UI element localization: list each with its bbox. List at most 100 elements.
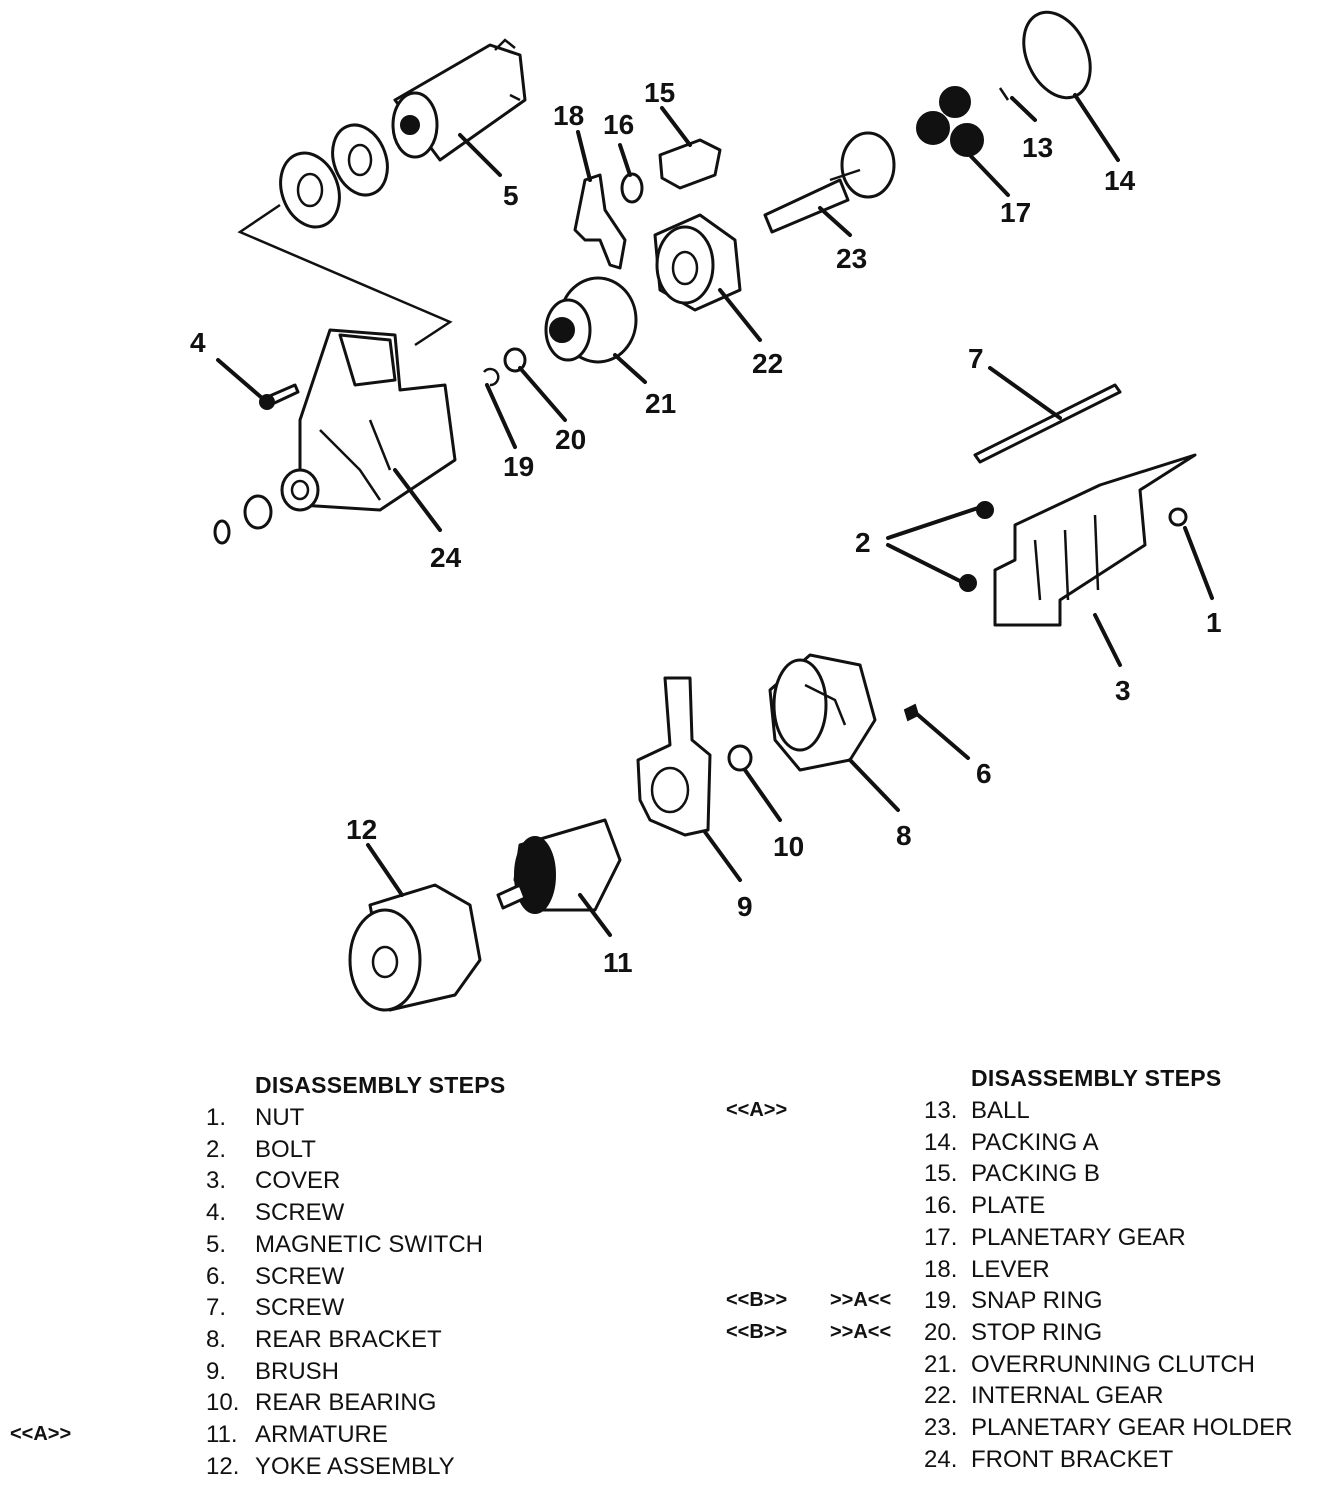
step-number: 13. bbox=[924, 1097, 958, 1124]
step-number: 14. bbox=[924, 1128, 958, 1156]
callout-11: 11 bbox=[603, 947, 633, 978]
step-label: COVER bbox=[255, 1167, 341, 1195]
step-number: 24. bbox=[924, 1445, 958, 1473]
screw-6-drawing bbox=[903, 703, 920, 722]
exploded-view-diagram: 1 2 3 4 5 6 7 8 9 10 11 12 13 14 15 16 1… bbox=[190, 10, 1222, 1012]
step-number: 3. bbox=[206, 1167, 227, 1195]
packing-b-drawing bbox=[658, 138, 722, 190]
step-number: 10. bbox=[206, 1389, 240, 1417]
step-service-note: <<B>> bbox=[726, 1320, 788, 1343]
left-steps-title: DISASSEMBLY STEPS bbox=[255, 1072, 506, 1098]
step-service-note: <<A>> bbox=[726, 1099, 788, 1121]
plate-drawing bbox=[620, 172, 644, 204]
callout-labels: 1 2 3 4 5 6 7 8 9 10 11 12 13 14 15 16 1… bbox=[190, 77, 1222, 978]
step-label: PACKING B bbox=[971, 1160, 1100, 1188]
nut-drawing bbox=[1168, 507, 1188, 527]
step-number: 22. bbox=[924, 1382, 958, 1410]
step-label: STOP RING bbox=[971, 1318, 1103, 1346]
callout-3: 3 bbox=[1115, 675, 1131, 706]
callout-1: 1 bbox=[1206, 607, 1222, 638]
callout-15: 15 bbox=[644, 77, 675, 108]
step-label: SCREW bbox=[255, 1199, 345, 1227]
step-label: YOKE ASSEMBLY bbox=[255, 1452, 455, 1480]
step-label: BRUSH bbox=[255, 1357, 340, 1385]
step-number: 16. bbox=[924, 1192, 958, 1220]
callout-6: 6 bbox=[976, 758, 992, 789]
step-number: 5. bbox=[206, 1230, 227, 1258]
callout-21: 21 bbox=[645, 388, 676, 419]
overrunning-clutch-drawing bbox=[544, 276, 638, 364]
front-bracket-drawing bbox=[213, 328, 457, 545]
callout-20: 20 bbox=[555, 424, 586, 455]
step-label: FRONT BRACKET bbox=[971, 1445, 1174, 1473]
armature-drawing bbox=[496, 818, 622, 914]
callout-2: 2 bbox=[855, 527, 871, 558]
step-label: PLATE bbox=[971, 1192, 1046, 1220]
packing-a-drawing bbox=[1022, 10, 1092, 100]
callout-13: 13 bbox=[1022, 132, 1053, 163]
step-label: REAR BRACKET bbox=[255, 1325, 442, 1353]
callout-24: 24 bbox=[430, 542, 462, 573]
step-service-note: <<B>> bbox=[726, 1289, 788, 1312]
cover-drawing bbox=[993, 453, 1197, 627]
planetary-gear-holder-drawing bbox=[763, 131, 896, 234]
step-number: 4. bbox=[206, 1199, 227, 1227]
callout-22: 22 bbox=[752, 348, 783, 379]
step-number: 9. bbox=[206, 1357, 227, 1385]
rear-bracket-drawing bbox=[768, 653, 877, 772]
step-label: ARMATURE bbox=[255, 1421, 388, 1448]
lever-drawing bbox=[573, 173, 627, 270]
callout-23: 23 bbox=[836, 243, 867, 274]
callout-19: 19 bbox=[503, 451, 534, 482]
step-number: 20. bbox=[924, 1318, 958, 1346]
magnetic-switch-drawing bbox=[391, 38, 527, 162]
step-number: 7. bbox=[206, 1294, 227, 1322]
callout-12: 12 bbox=[346, 814, 377, 845]
step-number: 6. bbox=[206, 1262, 227, 1290]
step-number: 19. bbox=[924, 1287, 958, 1315]
step-number: 21. bbox=[924, 1350, 958, 1378]
step-number: 17. bbox=[924, 1223, 958, 1251]
yoke-assembly-drawing bbox=[348, 883, 482, 1012]
callout-5: 5 bbox=[503, 180, 519, 211]
callout-7: 7 bbox=[968, 343, 984, 374]
step-label: PLANETARY GEAR HOLDER bbox=[971, 1414, 1293, 1441]
step-label: PLANETARY GEAR bbox=[971, 1223, 1186, 1251]
step-label: OVERRUNNING CLUTCH bbox=[971, 1350, 1256, 1378]
callout-14: 14 bbox=[1104, 165, 1136, 196]
bolt-upper-drawing bbox=[976, 501, 994, 519]
ball-drawing bbox=[998, 87, 1010, 101]
rear-bearing-drawing bbox=[727, 744, 753, 772]
planetary-gears-drawing bbox=[916, 86, 984, 157]
step-number: 8. bbox=[206, 1325, 227, 1353]
leader-lines bbox=[216, 93, 1214, 937]
callout-17: 17 bbox=[1000, 197, 1031, 228]
step-service-note: >>A<< bbox=[830, 1289, 892, 1312]
step-number: 18. bbox=[924, 1255, 958, 1283]
screw-4-drawing bbox=[259, 383, 300, 410]
internal-gear-drawing bbox=[653, 213, 742, 312]
step-number: 1. bbox=[206, 1104, 227, 1131]
right-steps-title: DISASSEMBLY STEPS bbox=[971, 1065, 1222, 1091]
step-number: 15. bbox=[924, 1160, 958, 1188]
step-number: 2. bbox=[206, 1135, 227, 1163]
stop-ring-drawing bbox=[503, 347, 527, 373]
brush-holder-drawing bbox=[636, 676, 712, 837]
callout-9: 9 bbox=[737, 891, 753, 922]
step-number: 11. bbox=[206, 1421, 238, 1448]
step-label: SCREW bbox=[255, 1294, 345, 1322]
callout-4: 4 bbox=[190, 327, 206, 358]
through-screw-drawing bbox=[973, 383, 1122, 464]
gasket-leader-bracket bbox=[237, 203, 453, 347]
switch-gaskets-drawing bbox=[279, 123, 389, 229]
callout-8: 8 bbox=[896, 820, 912, 851]
step-label: BALL bbox=[971, 1097, 1030, 1124]
step-label: NUT bbox=[255, 1104, 305, 1131]
snap-ring-drawing bbox=[483, 367, 500, 387]
step-label: PACKING A bbox=[971, 1128, 1099, 1156]
step-service-note: <<A>> bbox=[10, 1423, 72, 1445]
step-number: 12. bbox=[206, 1452, 240, 1480]
step-service-note: >>A<< bbox=[830, 1320, 892, 1343]
step-label: MAGNETIC SWITCH bbox=[255, 1230, 483, 1258]
